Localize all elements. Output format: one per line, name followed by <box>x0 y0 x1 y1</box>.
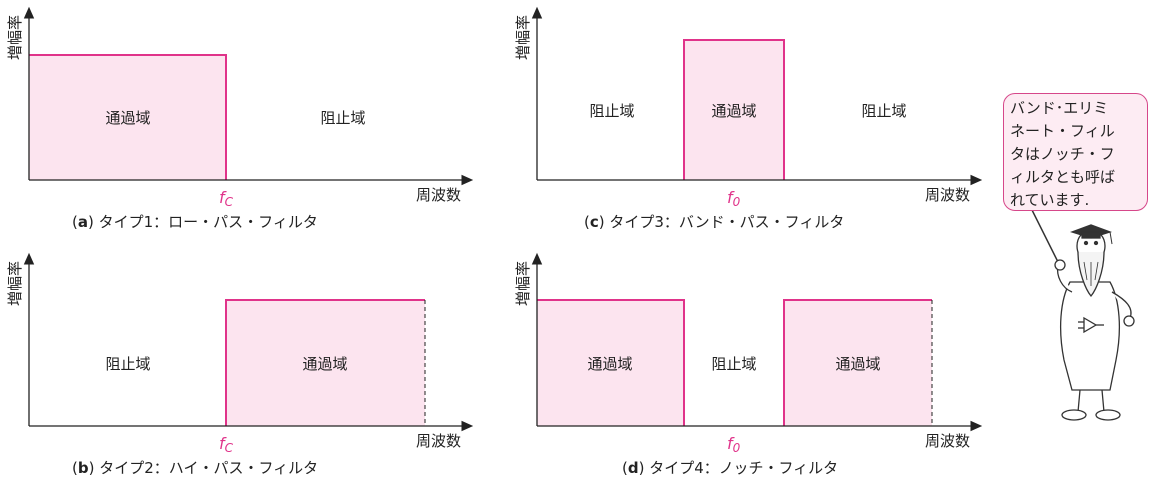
panel-a-caption: (a) タイプ1：ロー・パス・フィルタ <box>72 213 318 231</box>
panel-d-passband-high <box>784 300 932 426</box>
panel-d-response-line <box>537 299 685 426</box>
panel-d-passband-low <box>537 300 684 426</box>
panel-a-passband <box>29 55 226 180</box>
panel-b-passband <box>226 300 425 426</box>
panel-d-region-1: 通過域 <box>587 355 632 373</box>
panel-d-center-label: f0 <box>727 434 741 455</box>
panel-b-region-2: 通過域 <box>302 355 347 373</box>
panel-b-region-1: 阻止域 <box>105 355 150 373</box>
panel-d-region-3: 通過域 <box>835 355 880 373</box>
panel-c-region-1: 阻止域 <box>589 102 634 120</box>
panel-c-y-label: 増幅率 <box>514 15 532 60</box>
panel-a-response-line <box>29 54 227 180</box>
panel-a-region-2: 阻止域 <box>320 109 365 127</box>
panel-c-region-3: 阻止域 <box>861 102 906 120</box>
panel-d-response-line-2 <box>783 299 932 426</box>
panel-c-region-2: 通過域 <box>711 102 756 120</box>
panel-a-y-label: 増幅率 <box>6 15 24 60</box>
panel-a-x-label: 周波数 <box>416 186 461 204</box>
panel-c-center-label: f0 <box>727 188 741 209</box>
panel-b-high-pass: 増幅率 周波数 fC 阻止域 通過域 (b) タイプ2：ハイ・パス・フィルタ <box>6 252 474 477</box>
panel-c-band-pass: 増幅率 周波数 f0 阻止域 通過域 阻止域 (c) タイプ3：バンド・パス・フ… <box>514 6 983 231</box>
panel-d-notch: 増幅率 周波数 f0 通過域 阻止域 通過域 (d) タイプ4：ノッチ・フィルタ <box>514 252 983 477</box>
panel-d-region-2: 阻止域 <box>711 355 756 373</box>
panel-d-x-label: 周波数 <box>925 432 970 450</box>
panel-c-x-label: 周波数 <box>925 186 970 204</box>
panel-a-region-1: 通過域 <box>105 109 150 127</box>
panel-c-response-line <box>683 39 785 180</box>
panel-a-cutoff-label: fC <box>219 188 234 209</box>
panel-b-response-line <box>225 299 425 426</box>
panel-b-cutoff-label: fC <box>219 434 234 455</box>
panel-d-y-label: 増幅率 <box>514 261 532 306</box>
panel-c-caption: (c) タイプ3：バンド・パス・フィルタ <box>584 213 844 231</box>
panel-b-caption: (b) タイプ2：ハイ・パス・フィルタ <box>72 459 318 477</box>
speech-bubble: バンド･エリミ ネート・フィル タはノッチ・フ ィルタとも呼ば れています. <box>1003 93 1148 211</box>
professor-illustration <box>1031 209 1135 421</box>
panel-c-passband <box>684 40 784 180</box>
panel-b-y-label: 増幅率 <box>6 261 24 306</box>
panel-d-caption: (d) タイプ4：ノッチ・フィルタ <box>622 459 838 477</box>
panel-b-x-label: 周波数 <box>416 432 461 450</box>
panel-a-low-pass: 増幅率 周波数 fC 通過域 阻止域 (a) タイプ1：ロー・パス・フィルタ <box>6 6 474 231</box>
